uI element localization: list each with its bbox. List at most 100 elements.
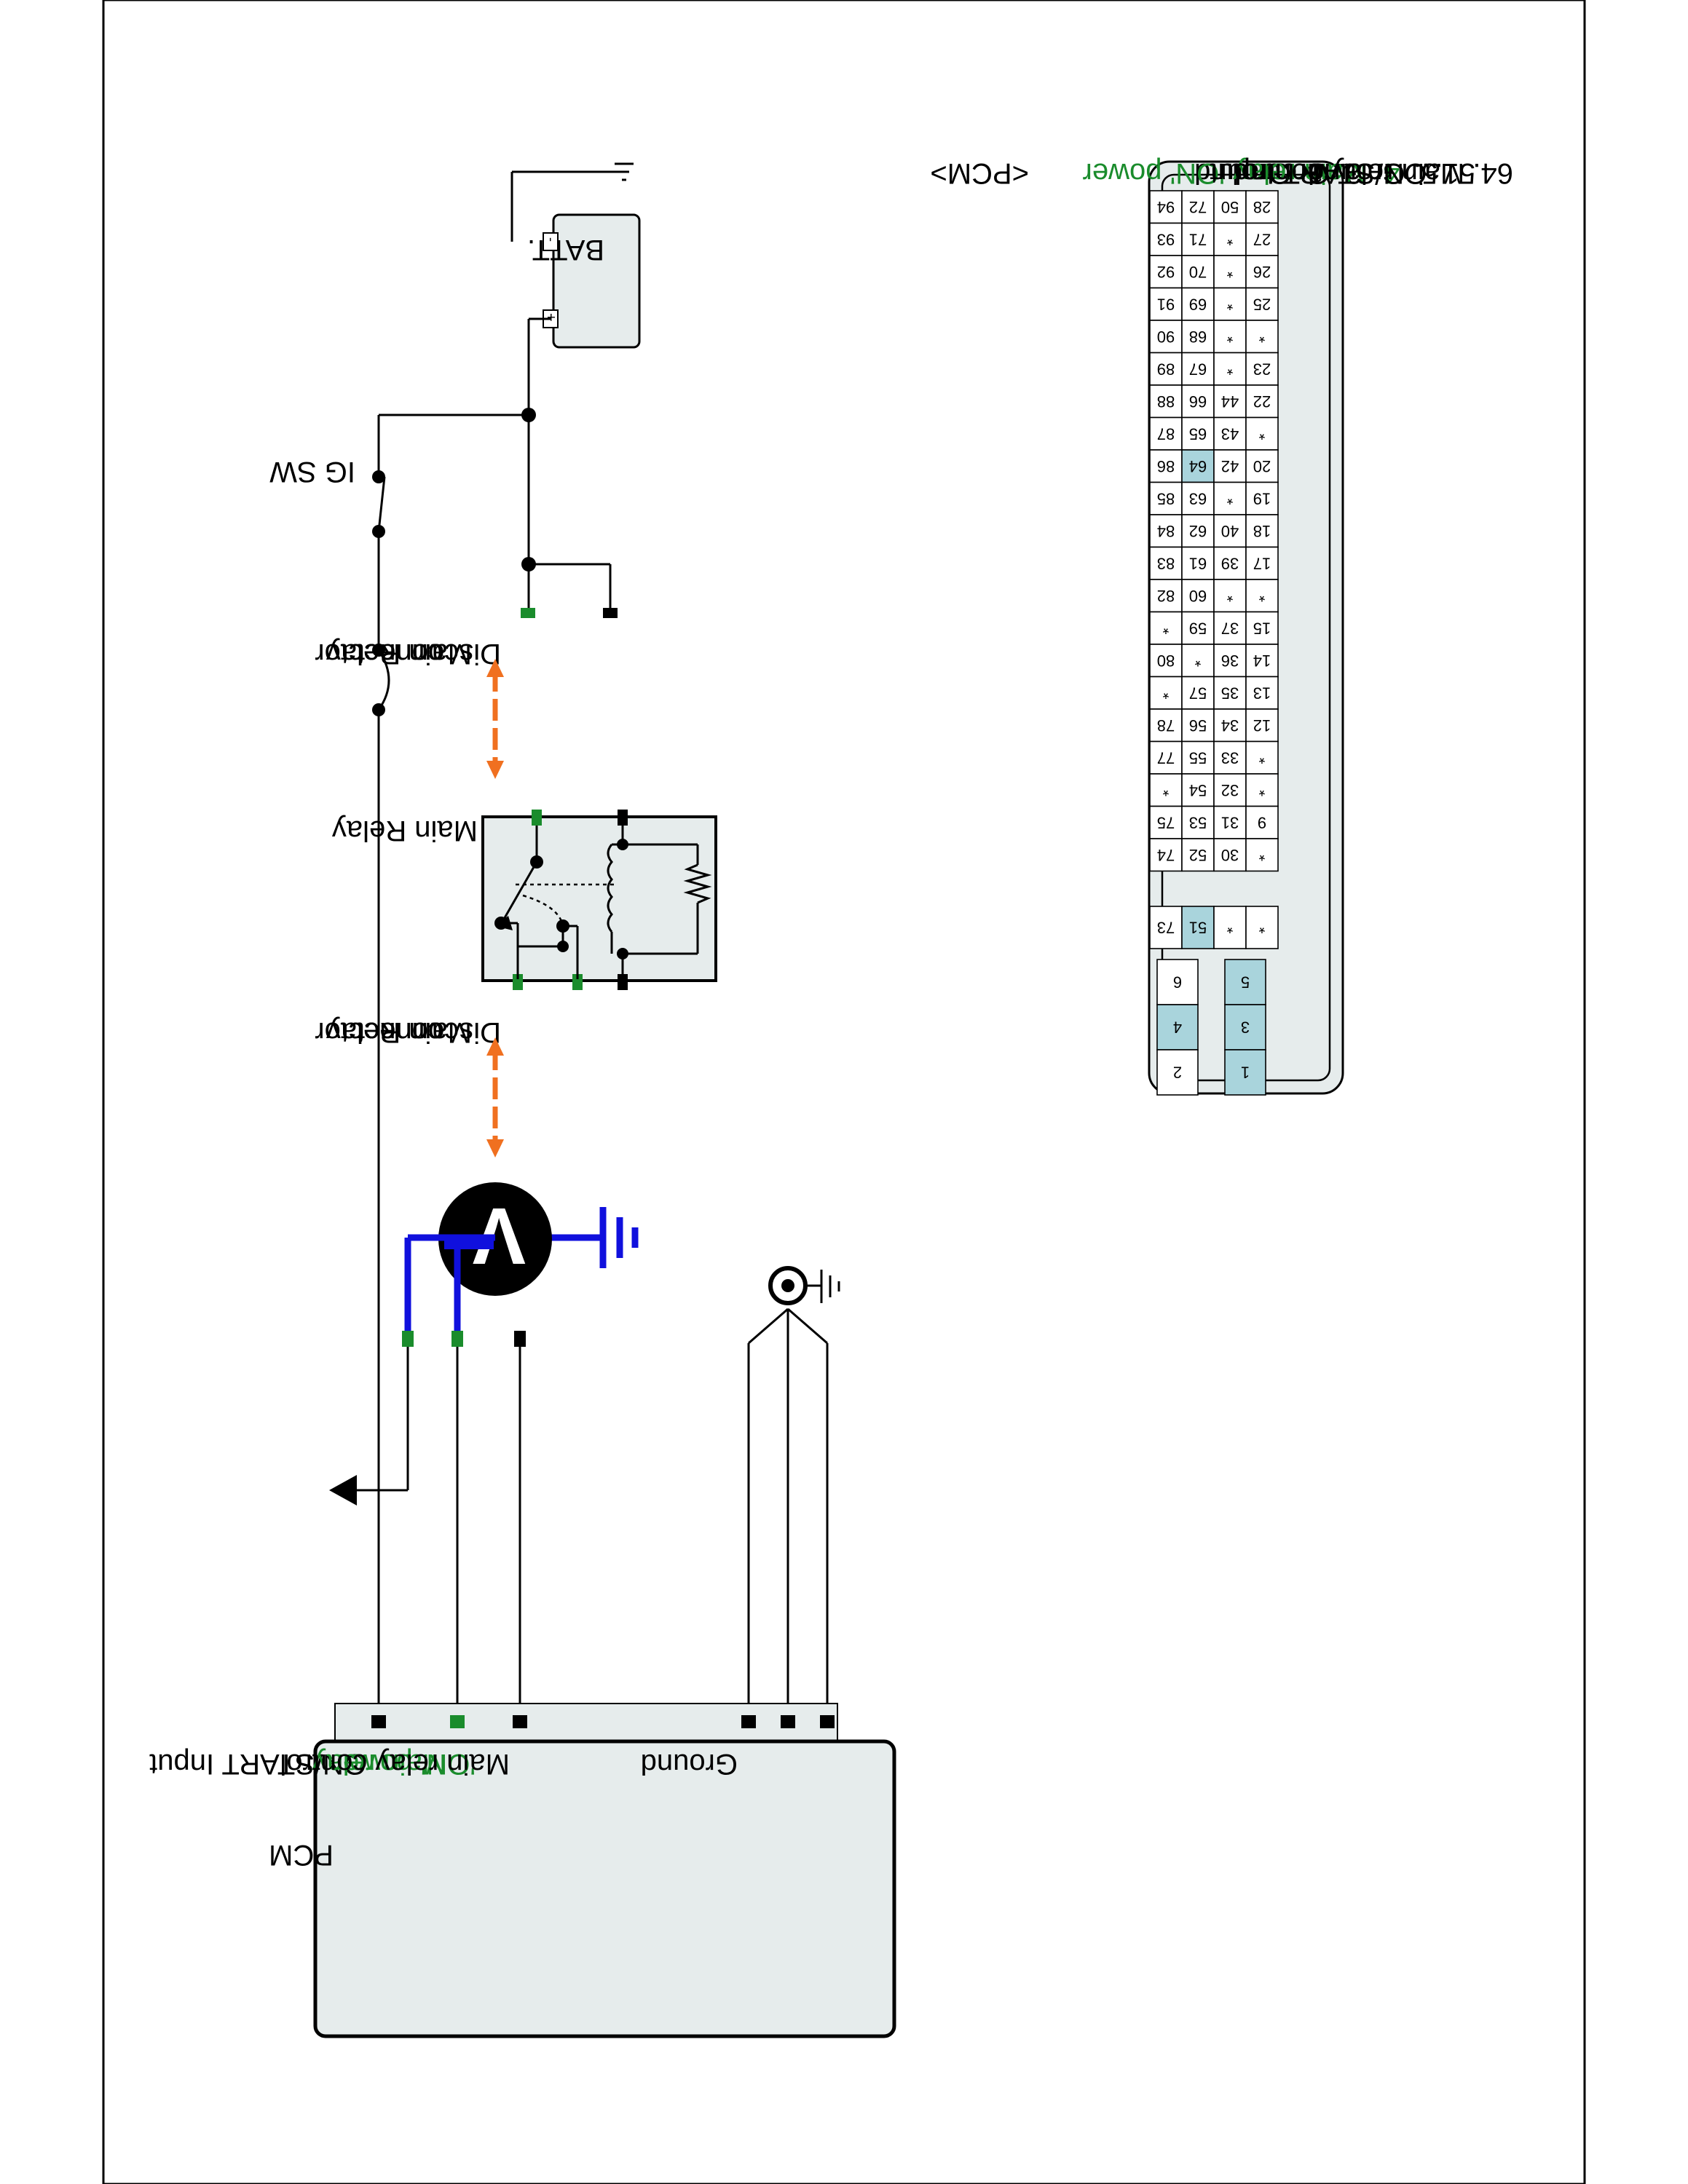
pin-19-3-9: 19: [1253, 489, 1271, 507]
page-border: [102, 0, 1586, 2184]
pin-15-3-13: 15: [1253, 619, 1271, 637]
pin-*-0-13: *: [1162, 619, 1169, 637]
pin-grid: 94939291908988878685848382*80*7877*75747…: [1149, 190, 1279, 1096]
pin-*-3-20: *: [1258, 846, 1265, 864]
pin-53-1-19: 53: [1189, 813, 1207, 831]
pin-84-0-10: 84: [1157, 522, 1175, 540]
pin-power-bottom-1-cell: [1224, 1049, 1266, 1096]
pin-power-top-2-cell: [1156, 1049, 1199, 1096]
pcm-wiring: [329, 1266, 840, 1721]
pcm-terminal-on-start: ON/START Input: [149, 1748, 366, 1780]
pin-86-0-8: 86: [1157, 457, 1175, 475]
pin-*-2-1: *: [1226, 230, 1233, 248]
legend-item-4: 4. Main relay 'ON' power: [1083, 157, 1400, 189]
pin-*-3-20-cell: [1245, 838, 1279, 872]
pin-54-1-18: 54: [1189, 781, 1207, 799]
pin-power-bottom-5: 5: [1241, 973, 1250, 992]
legend-item-1: 1. Ground: [1194, 157, 1324, 189]
pin-91-0-3: 91: [1157, 295, 1175, 313]
pin-12-3-16: 12: [1253, 716, 1271, 735]
pin-63-1-9: 63: [1189, 489, 1207, 507]
pin-35-2-15: 35: [1221, 684, 1239, 702]
disconnect-2-line1: Disconnect: [357, 1016, 501, 1048]
pin-power-top-2: 2: [1173, 1064, 1182, 1082]
pin-93-0-1: 93: [1157, 230, 1175, 248]
battery-label: BATT.: [527, 234, 604, 266]
pcm-terminal-relay-on-line1: Main relay: [312, 1748, 446, 1780]
disconnect-1-line3: connector: [315, 638, 443, 670]
pin-55-1-17: 55: [1189, 748, 1207, 767]
pin-33-2-17: 33: [1221, 748, 1239, 767]
pin-power-bottom-1: 1: [1241, 1064, 1250, 1082]
pin-side-3: *: [1258, 919, 1265, 937]
pin-power-bottom-3: 3: [1241, 1018, 1250, 1037]
pin-*-2-3: *: [1226, 295, 1233, 313]
pin-61-1-11: 61: [1189, 554, 1207, 572]
pin-*-3-12: *: [1258, 587, 1265, 605]
pin-30-2-20: 30: [1221, 846, 1239, 864]
pin-80-0-14: 80: [1157, 652, 1175, 670]
main-relay: Main Relay: [332, 810, 717, 990]
pin-*-3-17: *: [1258, 748, 1265, 767]
pin-side-3-cell: [1245, 906, 1279, 949]
pin-13-3-15: 13: [1253, 684, 1271, 702]
pin-43-2-7: 43: [1221, 424, 1239, 443]
pin-23-3-5: 23: [1253, 360, 1271, 378]
pin-*-2-12: *: [1226, 587, 1233, 605]
voltmeter: V: [404, 1182, 639, 1340]
pcm-terminal-relay-on-line2: 'ON' power: [334, 1748, 476, 1780]
pin-59-1-13: 59: [1189, 619, 1207, 637]
pin-26-3-2: 26: [1253, 263, 1271, 281]
ig-switch-label: IG SW: [269, 456, 355, 488]
pin-9-3-19: 9: [1258, 813, 1266, 831]
pin-27-3-1: 27: [1253, 230, 1271, 248]
pin-18-3-10: 18: [1253, 522, 1271, 540]
pcm-title: PCM: [269, 1839, 334, 1871]
legend-item-3: 3. Ground: [1232, 157, 1362, 189]
battery-neg-terminal: [543, 232, 559, 251]
legend: 1. Ground 3. Ground 4. Main relay 'ON' p…: [1083, 157, 1513, 189]
pin-14-3-14: 14: [1253, 652, 1271, 670]
pin-37-2-13: 37: [1221, 619, 1239, 637]
pin-77-0-17: 77: [1157, 748, 1175, 767]
pin-side-1: 51: [1189, 919, 1207, 937]
pin-20-3-8: 20: [1253, 457, 1271, 475]
battery: BATT. - +: [510, 162, 641, 397]
relay-feed: [521, 563, 618, 618]
connector-title: <PCM>: [930, 157, 1029, 189]
pin-60-1-12: 60: [1189, 587, 1207, 605]
disconnect-2-line3: connector: [315, 1016, 443, 1048]
pin-*-2-2: *: [1226, 263, 1233, 281]
pin-40-2-10: 40: [1221, 522, 1239, 540]
pin-78-0-16: 78: [1157, 716, 1175, 735]
pin-89-0-5: 89: [1157, 360, 1175, 378]
pin-57-1-15: 57: [1189, 684, 1207, 702]
pin-*-2-5: *: [1226, 360, 1233, 378]
pin-67-1-5: 67: [1189, 360, 1207, 378]
pin-*-2-4: *: [1226, 328, 1233, 346]
pin-36-2-14: 36: [1221, 652, 1239, 670]
pin-42-2-8: 42: [1221, 457, 1239, 475]
disconnect-2-line2: Main Relay: [326, 1016, 472, 1048]
pin-*-1-14: *: [1194, 652, 1201, 670]
pin-87-0-7: 87: [1157, 424, 1175, 443]
pin-65-1-7: 65: [1189, 424, 1207, 443]
battery-neg-sign: -: [544, 237, 559, 242]
pin-*-3-7: *: [1258, 424, 1265, 443]
disconnect-1-line1: Disconnect: [357, 638, 501, 670]
pin-39-2-11: 39: [1221, 554, 1239, 572]
pin-90-0-4: 90: [1157, 328, 1175, 346]
pin-69-1-3: 69: [1189, 295, 1207, 313]
legend-item-64: 64. Main relay control: [1235, 157, 1513, 189]
pin-62-1-10: 62: [1189, 522, 1207, 540]
legend-item-51: 51. ON/START Input: [1210, 157, 1475, 189]
pin-50-2-0: 50: [1221, 198, 1239, 216]
pin-64-1-8: 64: [1189, 457, 1207, 475]
pin-72-1-0: 72: [1189, 198, 1207, 216]
pin-17-3-11: 17: [1253, 554, 1271, 572]
connector-pinout: <PCM> 94939291908988878685848382*80*7877…: [930, 157, 1344, 1096]
relay-feed-pin-green: [521, 608, 535, 618]
